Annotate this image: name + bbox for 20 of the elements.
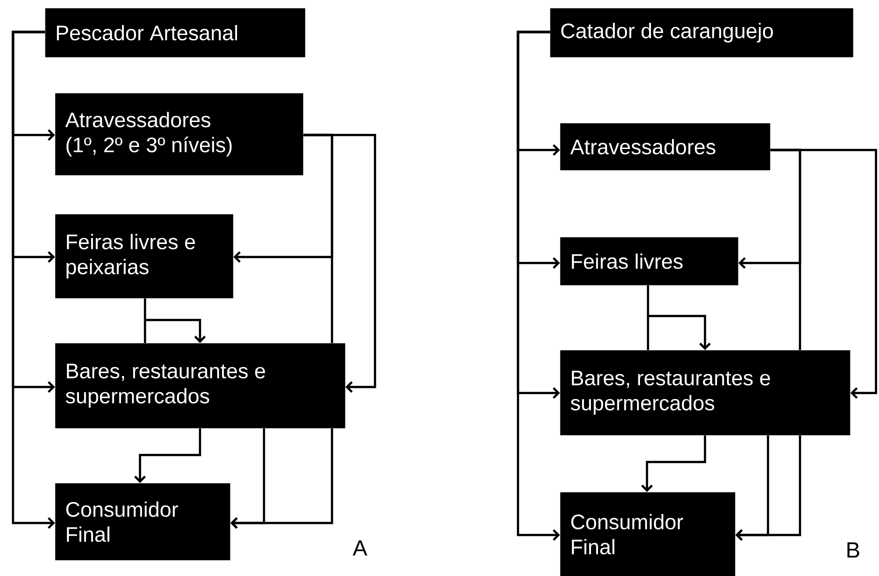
process-box: Catador de caranguejo: [550, 8, 854, 58]
process-box: Consumidor Final: [55, 483, 230, 560]
arrow: [144, 298, 206, 343]
panel-letter: B: [847, 542, 860, 558]
process-box: Feiras livres e peixarias: [55, 214, 234, 298]
arrow: [516, 30, 560, 541]
process-box: Feiras livres: [560, 237, 738, 286]
process-box: Atravessadores (1º, 2º e 3º níveis): [55, 93, 304, 176]
arrow: [134, 428, 202, 483]
process-box: Bares, restaurantes e supermercados: [55, 343, 346, 428]
arrow: [646, 285, 711, 350]
process-box: Bares, restaurantes e supermercados: [560, 350, 850, 436]
arrow: [12, 30, 56, 529]
arrow: [735, 435, 802, 541]
arrow: [641, 435, 706, 492]
panel-letter: A: [352, 540, 368, 556]
process-box: Pescador Artesanal: [45, 8, 306, 58]
process-box: Consumidor Final: [560, 492, 736, 576]
process-box: Atravessadores: [560, 123, 770, 170]
arrow: [230, 428, 334, 529]
